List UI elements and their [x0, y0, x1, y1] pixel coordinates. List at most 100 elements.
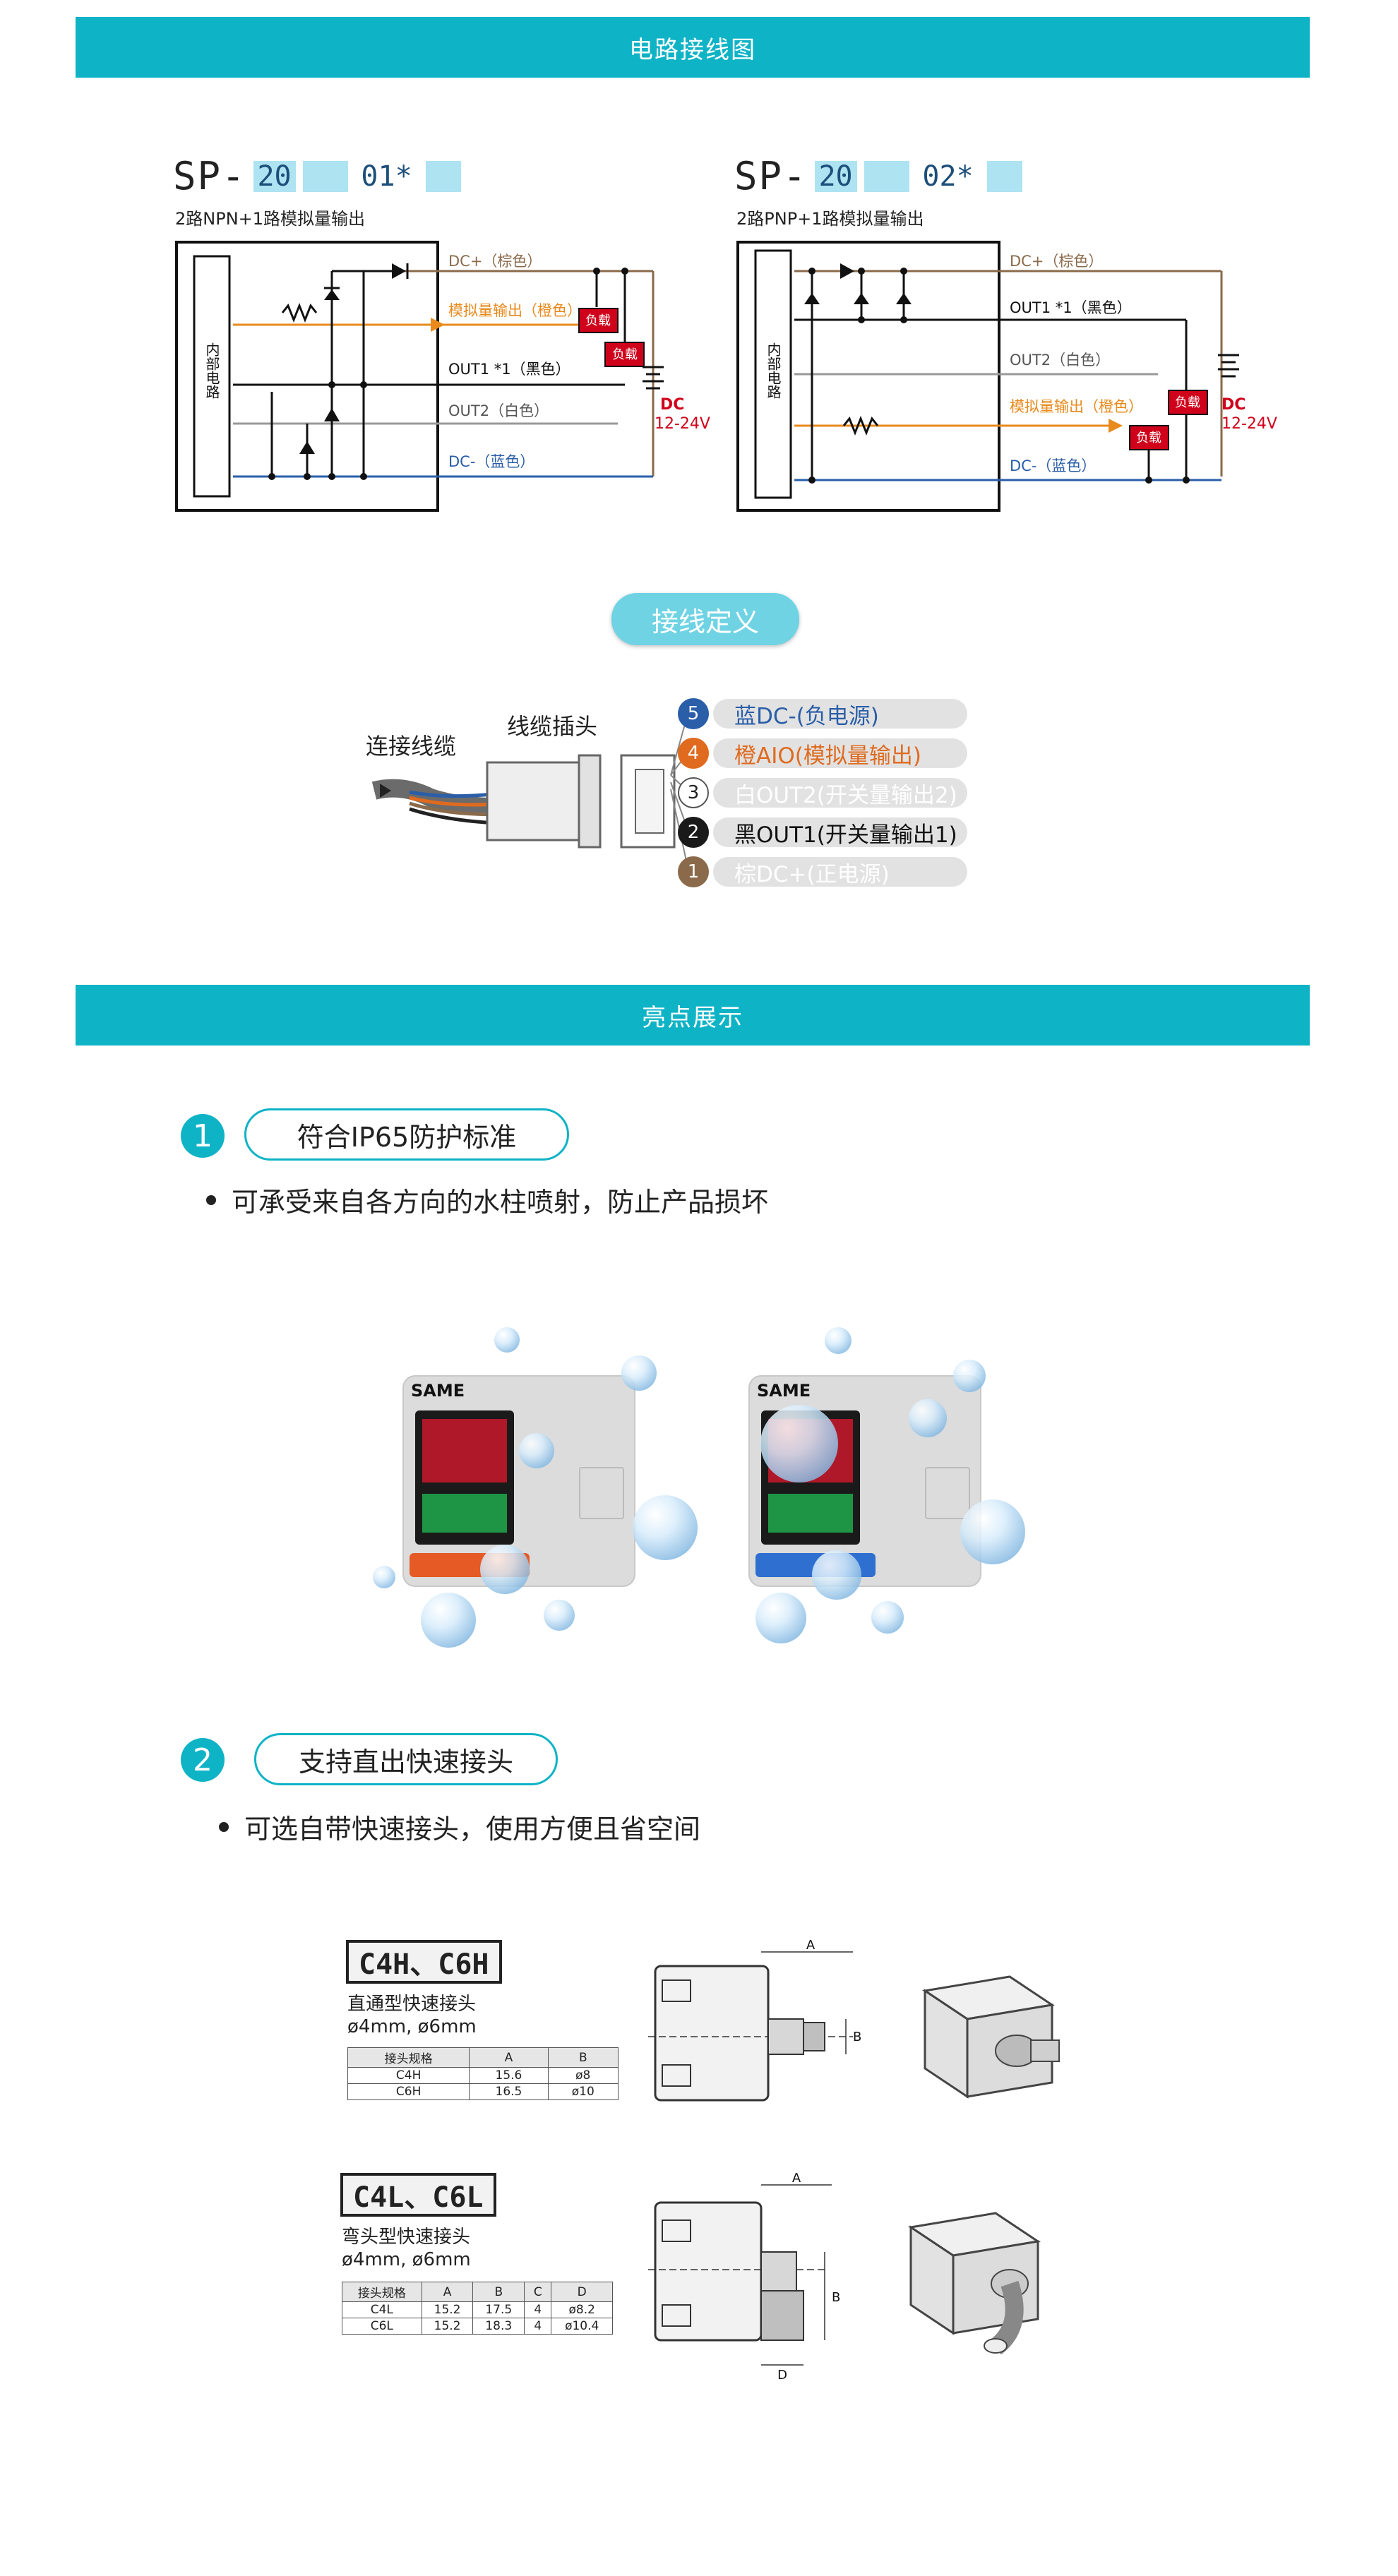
table-cell: C4L [342, 2301, 422, 2318]
model-prefix: SP- [173, 154, 246, 198]
fitting-elbow-spec-table: 接头规格 A B C D C4L 15.2 17.5 4 ø8.2 C6L 15… [342, 2282, 613, 2335]
out2-label: OUT2（白色） [1010, 352, 1110, 369]
pnp-subtitle: 2路PNP+1路模拟量输出 [736, 209, 924, 229]
wiring-definition-label: 接线定义 [651, 606, 759, 637]
table-header: 接头规格 [347, 2047, 470, 2068]
model-slot-blank [986, 160, 1022, 192]
pin-2-label: 黑OUT1(开关量输出1) [713, 817, 967, 848]
device-brand: SAME [411, 1381, 465, 1401]
table-cell: ø10.4 [551, 2318, 613, 2335]
voltage-label: 12-24V [655, 415, 710, 433]
pressure-switch-pnp-image: SAME [748, 1375, 981, 1587]
model-slot: 20 [814, 160, 857, 193]
model-slot: 20 [253, 160, 296, 193]
pnp-model-code: SP- 20 02* [734, 154, 1022, 198]
feature-bullet: 可选自带快速接头，使用方便且省空间 [219, 1807, 700, 1846]
table-row: C4L 15.2 17.5 4 ø8.2 [342, 2301, 613, 2318]
voltage-label: 12-24V [1221, 415, 1277, 433]
npn-circuit-diagram: 内部电路 DC+（棕色） 模拟量输出（橙色） OUT1 *1（黑色） OUT2（… [175, 241, 710, 512]
table-header: C [524, 2282, 552, 2302]
dimension-b-label: B [853, 2030, 861, 2044]
table-cell: 4 [524, 2301, 552, 2318]
section-title: 电路接线图 [629, 35, 756, 64]
wiring-definition-title: 接线定义 [611, 593, 799, 645]
bullet-dot [219, 1821, 229, 1832]
pnp-circuit-diagram: 内部电路 DC+（棕色） OUT1 *1（黑色） OUT2（白色） 模拟量输出（… [736, 241, 1277, 512]
table-cell: ø10 [547, 2083, 619, 2100]
droplet [544, 1600, 575, 1631]
fitting-elbow-size: ø4mm, ø6mm [342, 2249, 471, 2270]
out1-label: OUT1 *1（黑色） [1010, 299, 1132, 316]
fitting-straight-tag: C4H、C6H [346, 1940, 502, 1984]
dc-plus-label: DC+（棕色） [1010, 253, 1103, 270]
table-header: D [551, 2282, 613, 2302]
load-label: 负载 [585, 313, 611, 328]
droplet [621, 1355, 657, 1391]
circuit-box [175, 241, 439, 512]
load-box [578, 308, 619, 333]
droplet [421, 1593, 476, 1648]
table-cell: ø8.2 [551, 2301, 613, 2318]
device-brand: SAME [757, 1381, 811, 1401]
droplet [519, 1433, 554, 1468]
feature-number-badge: 2 [181, 1738, 225, 1782]
table-cell: C6L [342, 2318, 422, 2335]
model-suffix: 01* [361, 160, 412, 193]
internal-circuit-block [193, 255, 231, 498]
feature-bullet: 可承受来自各方向的水柱喷射，防止产品损坏 [206, 1180, 768, 1219]
dimension-a-label: A [792, 2171, 801, 2186]
feature-title: 支持直出快速接头 [298, 1746, 513, 1778]
droplet [871, 1601, 904, 1634]
section-banner-wiring: 电路接线图 [76, 17, 1310, 78]
pin-number-badge: 2 [678, 817, 709, 848]
plug-label: 线缆插头 [507, 713, 598, 740]
table-cell: 18.3 [472, 2318, 525, 2335]
fitting-elbow-3d-image [908, 2212, 1041, 2354]
cable-connector-illustration [371, 754, 676, 849]
fitting-tag-text: C4H、C6H [359, 1948, 489, 1981]
fitting-straight-dimension-drawing: A B [648, 1938, 861, 2102]
fitting-straight-3d-image [922, 1975, 1060, 2099]
pin-number-badge: 4 [678, 738, 709, 769]
droplet [825, 1327, 852, 1354]
model-slot-blank [864, 160, 909, 192]
dimension-a-label: A [806, 1938, 816, 1953]
table-cell: C6H [347, 2083, 470, 2100]
analog-output-label: 模拟量输出（橙色） [448, 302, 582, 319]
bullet-dot [206, 1194, 216, 1205]
table-header: B [472, 2282, 525, 2302]
out1-label: OUT1 *1（黑色） [448, 361, 570, 378]
feature-number-badge: 1 [181, 1114, 225, 1158]
pin-1-label: 棕DC+(正电源) [713, 857, 967, 887]
dc-label: DC [660, 396, 684, 414]
feature-bullet-text: 可选自带快速接头，使用方便且省空间 [244, 1814, 701, 1845]
droplet [755, 1593, 806, 1643]
droplet [960, 1499, 1025, 1564]
table-cell: 15.2 [421, 2301, 474, 2318]
model-slot-blank [302, 160, 348, 192]
fitting-tag-text: C4L、C6L [353, 2181, 484, 2214]
fitting-elbow-dimension-drawing: A B D [648, 2171, 840, 2383]
dc-plus-label: DC+（棕色） [448, 253, 542, 270]
fitting-straight-spec-table: 接头规格 A B C4H 15.6 ø8 C6H 16.5 ø10 [347, 2047, 619, 2100]
npn-model-code: SP- 20 01* [173, 154, 461, 198]
table-header: A [469, 2047, 549, 2068]
load-label: 负载 [1136, 431, 1161, 445]
table-cell: C4H [347, 2067, 470, 2084]
load-label: 负载 [1175, 395, 1200, 410]
npn-subtitle: 2路NPN+1路模拟量输出 [175, 209, 366, 229]
dc-minus-label: DC-（蓝色） [448, 453, 534, 470]
table-cell: 15.6 [469, 2067, 549, 2084]
pin-text: 白OUT2(开关量输出2) [734, 782, 957, 808]
droplet [812, 1550, 861, 1600]
dc-label: DC [1221, 396, 1245, 414]
load-label: 负载 [612, 347, 638, 362]
table-header: B [547, 2047, 619, 2068]
table-cell: 17.5 [472, 2301, 525, 2318]
feature-title-pill: 支持直出快速接头 [254, 1733, 558, 1785]
table-cell: 16.5 [469, 2083, 549, 2100]
pin-5-label: 蓝DC-(负电源) [713, 699, 967, 729]
internal-circuit-label: 内部电路 [203, 342, 220, 399]
pin-text: 蓝DC-(负电源) [734, 703, 879, 729]
pin-number-badge: 5 [678, 698, 709, 729]
